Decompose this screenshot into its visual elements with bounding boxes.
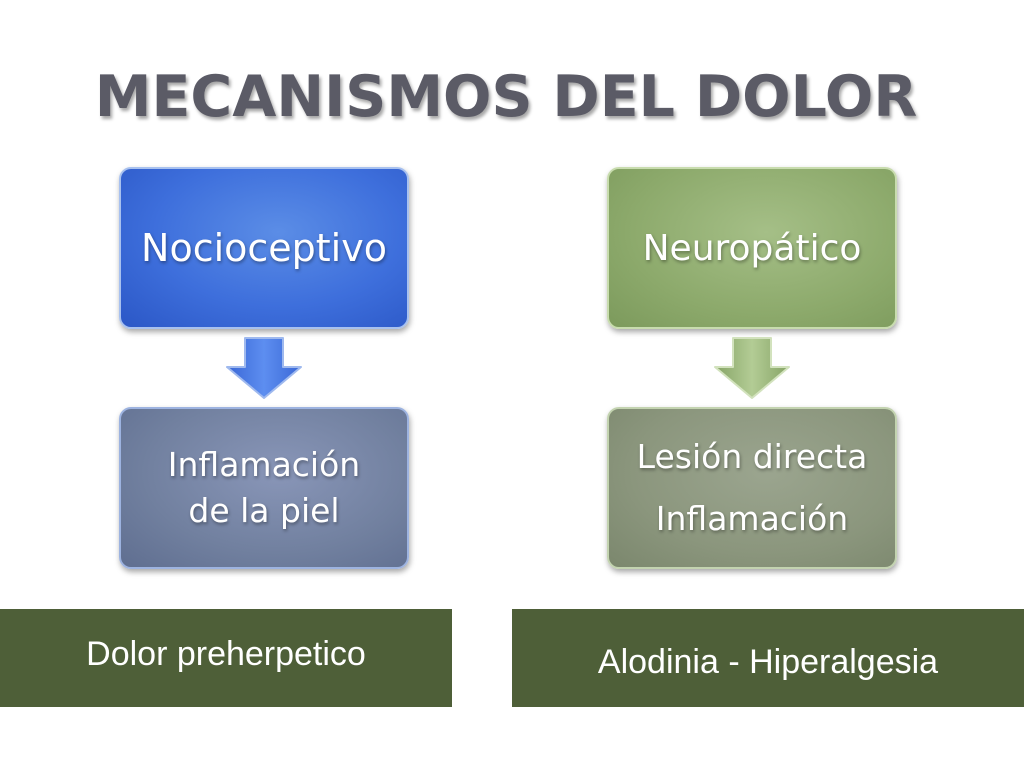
- allodynia-hyperalgesia-banner: Alodinia - Hiperalgesia: [512, 609, 1024, 707]
- down-arrow-icon: [226, 337, 302, 399]
- allodynia-hyperalgesia-label: Alodinia - Hiperalgesia: [597, 642, 939, 681]
- nociceptive-label: Nocioceptivo: [141, 226, 387, 270]
- direct-lesion-box: Lesión directa Inflamación: [607, 407, 897, 569]
- skin-inflammation-line-1: Inflamación: [167, 445, 361, 484]
- neuropathic-label: Neuropático: [642, 227, 862, 269]
- preherpetic-pain-banner: Dolor preherpetico: [0, 609, 452, 707]
- neuropathic-box: Neuropático: [607, 167, 897, 329]
- skin-inflammation-box: Inflamación de la piel: [119, 407, 409, 569]
- direct-lesion-line-2: Inflamación: [655, 499, 849, 538]
- preherpetic-pain-label: Dolor preherpetico: [86, 634, 366, 673]
- slide-title: MECANISMOS DEL DOLOR: [94, 64, 918, 130]
- down-arrow-icon: [714, 337, 790, 399]
- skin-inflammation-line-2: de la piel: [188, 491, 340, 530]
- direct-lesion-line-1: Lesión directa: [636, 437, 868, 476]
- nociceptive-box: Nocioceptivo: [119, 167, 409, 329]
